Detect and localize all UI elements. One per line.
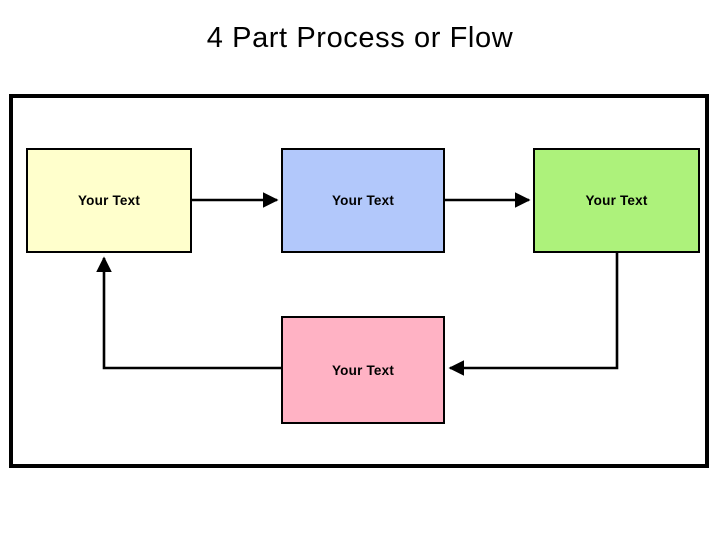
process-node-1-label: Your Text bbox=[77, 193, 141, 208]
process-node-4-label: Your Text bbox=[331, 362, 395, 378]
process-node-2-label: Your Text bbox=[331, 193, 395, 208]
page-title: 4 Part Process or Flow bbox=[206, 22, 514, 54]
process-node-2[interactable]: Your Text bbox=[281, 148, 445, 253]
process-node-3[interactable]: Your Text bbox=[533, 148, 700, 253]
process-node-3-label: Your Text bbox=[585, 193, 648, 208]
process-node-1[interactable]: Your Text bbox=[26, 148, 192, 253]
process-node-4[interactable]: Your Text bbox=[281, 316, 445, 424]
